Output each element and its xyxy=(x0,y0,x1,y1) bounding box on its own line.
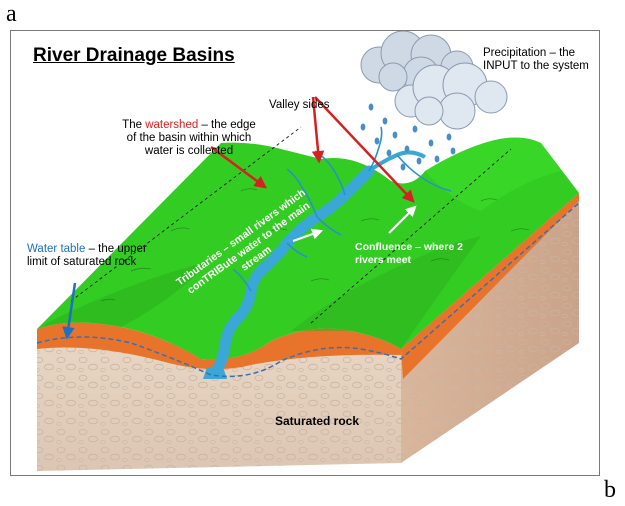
watershed-label: The watershed – the edge of the basin wi… xyxy=(119,119,259,158)
water-table-definition: – the upper limit of saturated rock xyxy=(27,243,147,268)
water-table-arrow xyxy=(62,282,77,340)
side-soil-layer xyxy=(401,193,579,379)
water-table-label: Water table – the upper limit of saturat… xyxy=(27,243,147,269)
river-mouth xyxy=(203,367,227,379)
watershed-term: watershed xyxy=(145,119,199,131)
watershed-definition: – the edge of the basin within which wat… xyxy=(126,119,256,157)
diagram-frame: River Drainage Basins Precipitation – th… xyxy=(10,30,600,476)
confluence-label: Confluence – where 2 rivers meet xyxy=(355,241,463,266)
diagram-title: River Drainage Basins xyxy=(33,45,235,66)
drainage-basin-illustration xyxy=(36,31,580,471)
cloud-illustration xyxy=(360,31,508,130)
raindrops xyxy=(360,103,456,171)
precipitation-label: Precipitation – the INPUT to the system xyxy=(483,47,589,72)
valley-arrow-left xyxy=(311,96,325,164)
confluence-arrow xyxy=(388,205,417,234)
water-table-line xyxy=(36,202,580,378)
watershed-line-right xyxy=(310,148,512,324)
main-river xyxy=(209,165,375,379)
tributary-network xyxy=(232,126,452,292)
figure-letter-a: a xyxy=(6,1,17,27)
valley-arrow-right xyxy=(314,96,415,203)
saturated-rock-label: Saturated rock xyxy=(275,414,360,428)
tributary-arrow xyxy=(292,228,324,243)
watershed-line-left xyxy=(70,126,302,302)
water-table-term: Water table xyxy=(27,243,86,255)
watershed-arrow xyxy=(210,145,268,189)
valley-sides-label: Valley sides xyxy=(269,99,330,111)
figure-letter-b: b xyxy=(604,477,616,503)
watershed-prefix: The xyxy=(122,119,146,131)
landscape-top-surface xyxy=(37,137,579,360)
front-soil-layer xyxy=(37,322,401,370)
